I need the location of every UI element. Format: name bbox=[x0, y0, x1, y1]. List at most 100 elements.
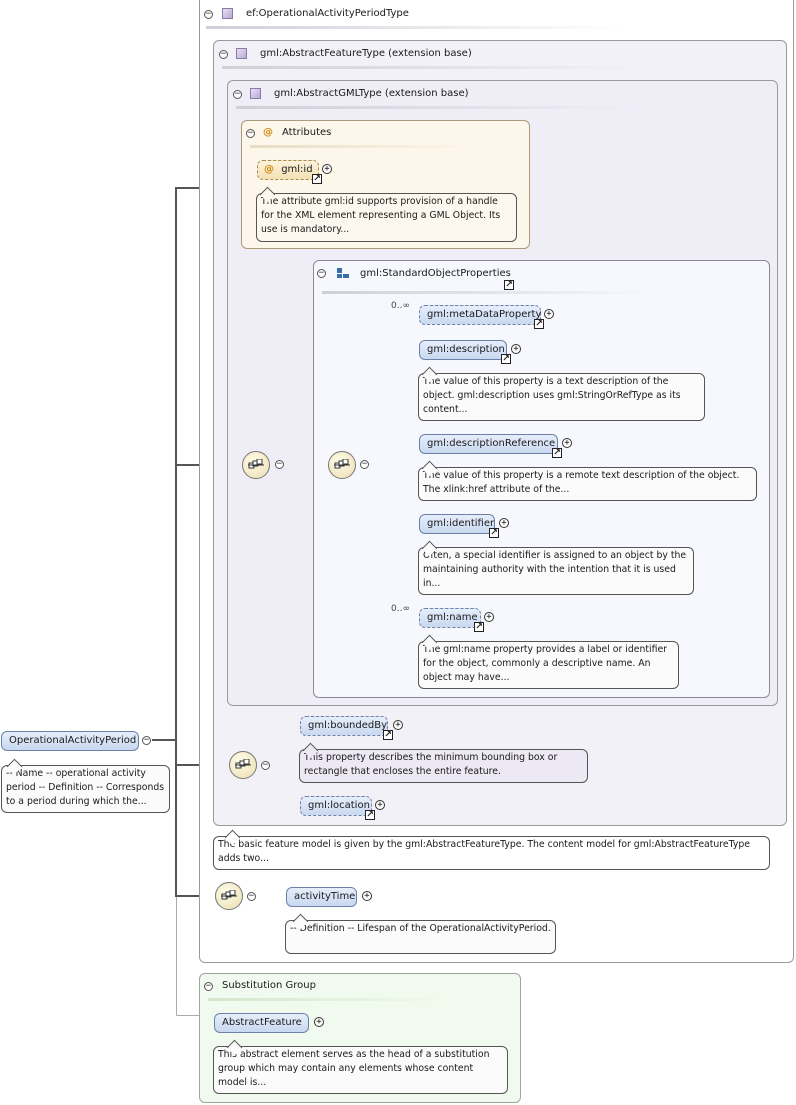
descriptionreference-note-text: The value of this property is a remote t… bbox=[423, 470, 740, 495]
identifier-note: Often, a special identifier is assigned … bbox=[418, 547, 694, 595]
description-note: The value of this property is a text des… bbox=[418, 373, 705, 421]
connector-main-h bbox=[152, 739, 176, 741]
element-identifier-label: gml:identifier bbox=[427, 518, 495, 529]
collapse-attributes[interactable]: − bbox=[246, 128, 255, 138]
attribute-gml-id[interactable]: @ gml:id bbox=[257, 160, 319, 180]
element-boundedby-label: gml:boundedBy bbox=[308, 720, 388, 731]
collapse-substitution-group[interactable]: − bbox=[204, 981, 213, 991]
complex-type-icon bbox=[222, 8, 233, 19]
name-note: The gml:name property provides a label o… bbox=[418, 641, 679, 689]
description-note-text: The value of this property is a text des… bbox=[423, 376, 681, 415]
expand-gml-id[interactable]: + bbox=[322, 164, 332, 174]
feature-type-note: The basic feature model is given by the … bbox=[213, 836, 770, 870]
gml-id-note: The attribute gml:id supports provision … bbox=[256, 193, 517, 242]
reference-arrow-icon: ↗ bbox=[365, 810, 375, 820]
collapse-sequence-1[interactable]: − bbox=[275, 459, 284, 469]
element-description-label: gml:description bbox=[427, 344, 505, 355]
abstractfeature-note-text: This abstract element serves as the head… bbox=[218, 1049, 490, 1088]
activitytime-note-text: -- Definition -- Lifespan of the Operati… bbox=[290, 923, 551, 934]
expand-name[interactable]: + bbox=[484, 612, 494, 622]
expand-activitytime[interactable]: + bbox=[362, 891, 372, 901]
gml-type-header: gml:AbstractGMLType (extension base) bbox=[250, 88, 469, 99]
element-activitytime-label: activityTime bbox=[294, 891, 356, 902]
collapse-root-type[interactable]: − bbox=[204, 9, 213, 19]
reference-arrow-icon: ↗ bbox=[489, 528, 499, 538]
substitution-group-label: Substitution Group bbox=[222, 980, 316, 991]
element-operationalactivityperiod[interactable]: OperationalActivityPeriod bbox=[1, 731, 139, 751]
collapse-feature-type[interactable]: − bbox=[219, 49, 228, 59]
feature-type-header: gml:AbstractFeatureType (extension base) bbox=[236, 48, 472, 59]
reference-arrow-icon: ↗ bbox=[504, 280, 514, 290]
element-operationalactivityperiod-label: OperationalActivityPeriod bbox=[9, 735, 137, 746]
element-metadataproperty[interactable]: gml:metaDataProperty bbox=[419, 305, 541, 325]
root-type-label: ef:OperationalActivityPeriodType bbox=[246, 8, 409, 19]
root-type-header: ef:OperationalActivityPeriodType bbox=[222, 8, 409, 19]
element-location-label: gml:location bbox=[308, 800, 370, 811]
operationalactivityperiod-note-text: -- Name -- operational activity period -… bbox=[6, 768, 165, 807]
gml-id-note-text: The attribute gml:id supports provision … bbox=[261, 196, 501, 235]
element-abstractfeature[interactable]: AbstractFeature bbox=[214, 1013, 309, 1033]
name-note-text: The gml:name property provides a label o… bbox=[423, 644, 667, 683]
attributes-underline bbox=[250, 145, 470, 148]
complex-type-icon bbox=[250, 88, 261, 99]
gml-type-underline bbox=[236, 106, 636, 109]
collapse-gml-type[interactable]: − bbox=[233, 89, 242, 99]
descriptionreference-note: The value of this property is a remote t… bbox=[418, 467, 757, 501]
attribute-gml-id-label: gml:id bbox=[281, 164, 313, 175]
expand-location[interactable]: + bbox=[375, 800, 385, 810]
boundedby-note: This property describes the minimum boun… bbox=[299, 749, 588, 783]
connector-subst-v bbox=[176, 897, 177, 1015]
feature-type-underline bbox=[222, 66, 642, 69]
collapse-sequence-4[interactable]: − bbox=[247, 891, 256, 901]
standard-props-underline bbox=[322, 291, 652, 294]
collapse-sequence-3[interactable]: − bbox=[261, 760, 270, 770]
standard-props-label: gml:StandardObjectProperties bbox=[360, 267, 511, 279]
at-sign-icon: @ bbox=[264, 164, 274, 175]
standard-props-header: gml:StandardObjectProperties bbox=[336, 267, 511, 279]
element-descriptionreference[interactable]: gml:descriptionReference bbox=[419, 434, 558, 454]
feature-type-label: gml:AbstractFeatureType (extension base) bbox=[260, 48, 472, 59]
reference-arrow-icon: ↗ bbox=[501, 354, 511, 364]
sequence-compositor-icon[interactable] bbox=[328, 451, 356, 479]
sequence-compositor-icon[interactable] bbox=[229, 751, 257, 779]
reference-arrow-icon: ↗ bbox=[474, 622, 484, 632]
sequence-compositor-icon[interactable] bbox=[215, 882, 243, 910]
attributes-header: @ Attributes bbox=[263, 127, 331, 138]
element-name[interactable]: gml:name bbox=[419, 608, 481, 628]
element-identifier[interactable]: gml:identifier bbox=[419, 514, 495, 534]
operationalactivityperiod-note: -- Name -- operational activity period -… bbox=[1, 765, 170, 813]
identifier-note-text: Often, a special identifier is assigned … bbox=[423, 550, 687, 589]
collapse-main-element[interactable]: − bbox=[142, 735, 151, 745]
expand-metadataproperty[interactable]: + bbox=[544, 309, 554, 319]
element-activitytime[interactable]: activityTime bbox=[286, 887, 357, 907]
reference-arrow-icon: ↗ bbox=[552, 448, 562, 458]
expand-abstractfeature[interactable]: + bbox=[314, 1017, 324, 1027]
element-abstractfeature-label: AbstractFeature bbox=[222, 1017, 302, 1028]
collapse-standard-props[interactable]: − bbox=[317, 268, 326, 278]
cardinality-name: 0..∞ bbox=[391, 604, 410, 614]
sequence-glyph bbox=[221, 890, 237, 900]
expand-description[interactable]: + bbox=[511, 344, 521, 354]
boundedby-note-text: This property describes the minimum boun… bbox=[304, 752, 558, 777]
sequence-compositor-icon[interactable] bbox=[242, 451, 270, 479]
element-name-label: gml:name bbox=[427, 612, 478, 623]
element-metadataproperty-label: gml:metaDataProperty bbox=[427, 309, 542, 320]
sequence-glyph bbox=[248, 459, 264, 469]
attributes-label: Attributes bbox=[282, 127, 332, 138]
expand-identifier[interactable]: + bbox=[499, 518, 509, 528]
sequence-glyph bbox=[334, 459, 350, 469]
expand-boundedby[interactable]: + bbox=[393, 720, 403, 730]
cardinality-metadata: 0..∞ bbox=[391, 301, 410, 311]
connector-main-v bbox=[175, 187, 177, 897]
element-location[interactable]: gml:location bbox=[300, 796, 372, 816]
substitution-group-underline bbox=[208, 998, 448, 1001]
expand-descriptionreference[interactable]: + bbox=[562, 438, 572, 448]
connector-subst-h bbox=[176, 1015, 214, 1016]
group-blocks-icon bbox=[337, 268, 349, 278]
collapse-sequence-2[interactable]: − bbox=[360, 459, 369, 469]
element-boundedby[interactable]: gml:boundedBy bbox=[300, 716, 388, 736]
element-description[interactable]: gml:description bbox=[419, 340, 507, 360]
connector-to-seq4 bbox=[175, 895, 215, 897]
at-sign-icon: @ bbox=[263, 127, 273, 138]
reference-arrow-icon: ↗ bbox=[534, 319, 544, 329]
